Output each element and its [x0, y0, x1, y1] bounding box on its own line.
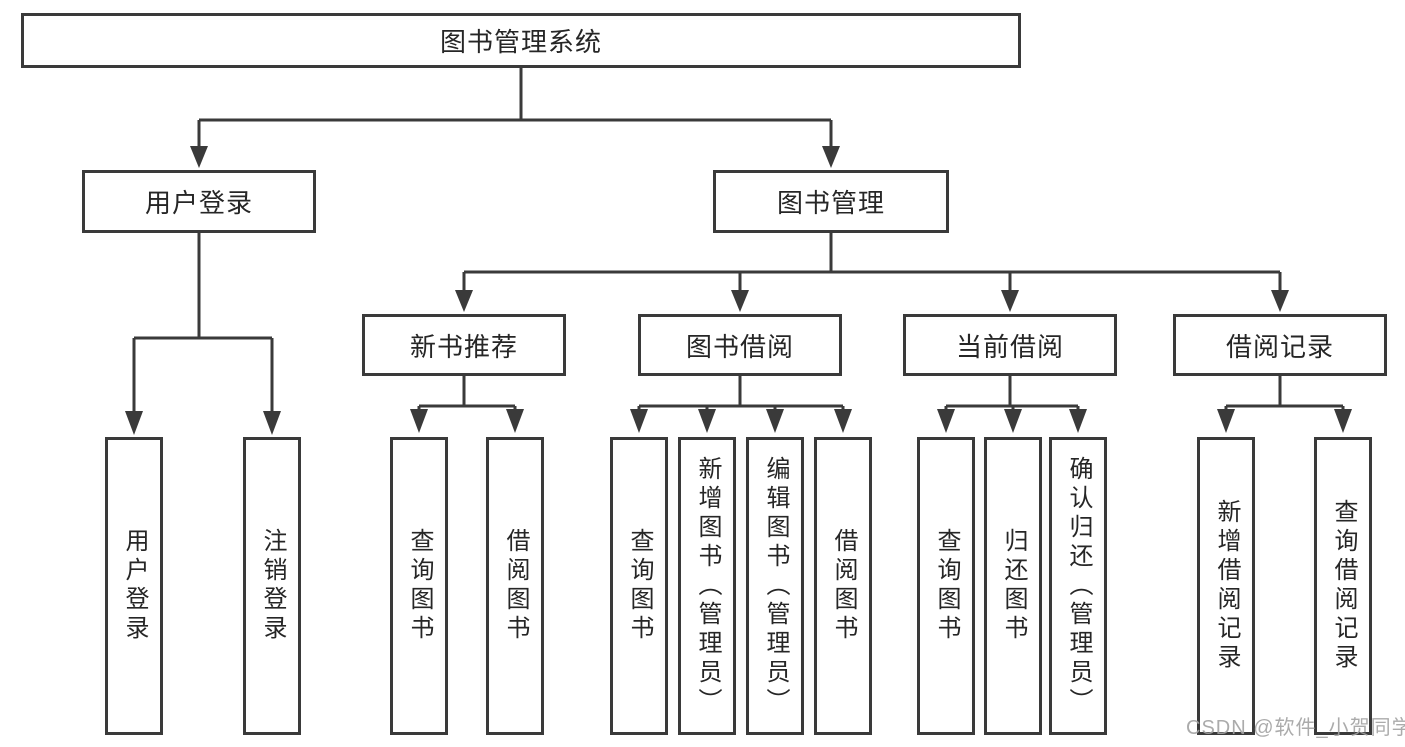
leaf-label: 查询借阅记录 [1330, 499, 1357, 673]
arrow-down-icon [766, 409, 784, 433]
leaf-add-books-admin: 新增图书（管理员） [678, 437, 736, 735]
arrow-down-icon [937, 409, 955, 433]
arrow-down-icon [834, 409, 852, 433]
arrow-down-icon [630, 409, 648, 433]
leaf-query-books-current: 查询图书 [917, 437, 975, 735]
leaf-label: 注销登录 [259, 528, 286, 644]
leaf-logout: 注销登录 [243, 437, 301, 735]
leaf-label: 查询图书 [933, 528, 960, 644]
leaf-return-books: 归还图书 [984, 437, 1042, 735]
node-new-book-recommendation: 新书推荐 [362, 314, 566, 376]
leaf-label: 借阅图书 [830, 528, 857, 644]
leaf-borrow-books-recommend: 借阅图书 [486, 437, 544, 735]
leaf-label: 查询图书 [626, 528, 653, 644]
node-user-login: 用户登录 [82, 170, 316, 233]
arrow-down-icon [506, 409, 524, 433]
arrow-down-icon [1217, 409, 1235, 433]
leaf-query-books-recommend: 查询图书 [390, 437, 448, 735]
node-book-management: 图书管理 [713, 170, 949, 233]
csdn-watermark: CSDN @软件_小贺同学 [1186, 717, 1405, 739]
node-borrowing-records: 借阅记录 [1173, 314, 1387, 376]
arrow-down-icon [1004, 409, 1022, 433]
leaf-query-books-borrow: 查询图书 [610, 437, 668, 735]
arrow-down-icon [410, 409, 428, 433]
arrow-down-icon [822, 146, 840, 168]
leaf-label: 确认归还（管理员） [1065, 455, 1092, 717]
arrow-down-icon [263, 411, 281, 435]
node-current-borrowing: 当前借阅 [903, 314, 1117, 376]
leaf-confirm-return-admin: 确认归还（管理员） [1049, 437, 1107, 735]
connector-path [132, 68, 1345, 413]
leaf-user-login: 用户登录 [105, 437, 163, 735]
node-book-borrowing: 图书借阅 [638, 314, 842, 376]
arrow-down-icon [1334, 409, 1352, 433]
leaf-borrow-books: 借阅图书 [814, 437, 872, 735]
leaf-label: 新增借阅记录 [1213, 499, 1240, 673]
arrow-down-icon [1001, 290, 1019, 312]
arrow-down-icon [1069, 409, 1087, 433]
leaf-label: 用户登录 [121, 528, 148, 644]
leaf-edit-books-admin: 编辑图书（管理员） [746, 437, 804, 735]
arrow-down-icon [1271, 290, 1289, 312]
arrow-down-icon [125, 411, 143, 435]
arrow-down-icon [698, 409, 716, 433]
leaf-add-borrow-record: 新增借阅记录 [1197, 437, 1255, 735]
arrow-down-icon [190, 146, 208, 168]
leaf-query-borrow-record: 查询借阅记录 [1314, 437, 1372, 735]
arrow-down-icon [455, 290, 473, 312]
leaf-label: 编辑图书（管理员） [762, 455, 789, 717]
arrow-down-icon [731, 290, 749, 312]
leaf-label: 借阅图书 [502, 528, 529, 644]
node-library-management-system: 图书管理系统 [21, 13, 1021, 68]
leaf-label: 归还图书 [1000, 528, 1027, 644]
leaf-label: 新增图书（管理员） [694, 455, 721, 717]
leaf-label: 查询图书 [406, 528, 433, 644]
arrowheads [125, 146, 1352, 435]
